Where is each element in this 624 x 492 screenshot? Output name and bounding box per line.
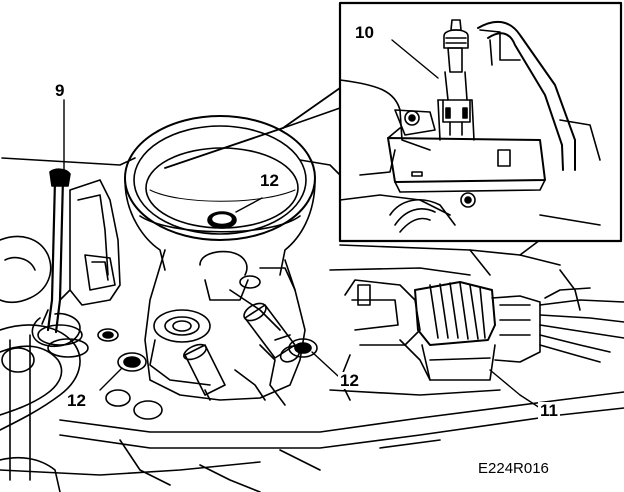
throttle-body-housing (144, 249, 306, 401)
pipe-fittings (183, 302, 301, 406)
callout-11: 11 (538, 401, 560, 420)
callout-10: 10 (353, 23, 376, 42)
callout-9: 9 (53, 81, 67, 100)
screw-right (288, 338, 339, 377)
callout-12-right: 12 (338, 371, 361, 390)
lower-pipes (0, 391, 624, 492)
detail-inset (282, 1, 623, 243)
callout-12-left: 12 (65, 391, 88, 410)
screw-left (99, 352, 147, 391)
mounting-bracket (59, 179, 121, 306)
bolts-left (97, 328, 163, 420)
left-hose (0, 235, 89, 492)
wiring-connector (339, 279, 624, 409)
callout-12-top: 12 (258, 171, 281, 190)
screw-top (207, 197, 263, 229)
reference-code: E224R016 (478, 460, 549, 477)
dipstick (31, 168, 81, 347)
lower-right-frame (329, 249, 581, 396)
